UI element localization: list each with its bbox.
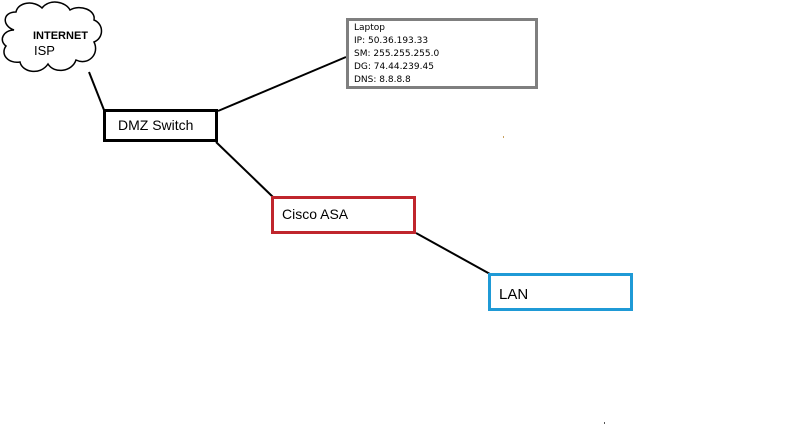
laptop-dns: DNS: 8.8.8.8	[354, 75, 411, 85]
dmz-switch-label: DMZ Switch	[118, 117, 194, 133]
link-dmz-laptop	[217, 56, 347, 112]
cisco-asa-label: Cisco ASA	[282, 206, 349, 222]
link-asa-lan	[415, 232, 491, 275]
cloud-title: INTERNET	[33, 30, 88, 42]
link-dmz-asa	[215, 141, 275, 199]
cloud-subtitle: ISP	[34, 43, 55, 58]
stray-mark	[503, 136, 504, 138]
laptop-title: Laptop	[354, 23, 385, 33]
laptop-ip: IP: 50.36.193.33	[354, 36, 429, 46]
lan-label: LAN	[499, 286, 529, 303]
stray-mark	[604, 422, 605, 424]
cisco-asa-node: Cisco ASA	[271, 196, 416, 234]
cloud-icon	[1, 1, 103, 73]
laptop-default-gateway: DG: 74.44.239.45	[354, 62, 434, 72]
laptop-subnet-mask: SM: 255.255.255.0	[354, 49, 440, 59]
laptop-node: Laptop IP: 50.36.193.33 SM: 255.255.255.…	[346, 18, 538, 89]
internet-cloud-label: INTERNET ISP	[33, 30, 88, 58]
lan-node: LAN	[488, 273, 633, 311]
link-cloud-dmz	[88, 71, 105, 111]
dmz-switch-node: DMZ Switch	[103, 109, 218, 142]
